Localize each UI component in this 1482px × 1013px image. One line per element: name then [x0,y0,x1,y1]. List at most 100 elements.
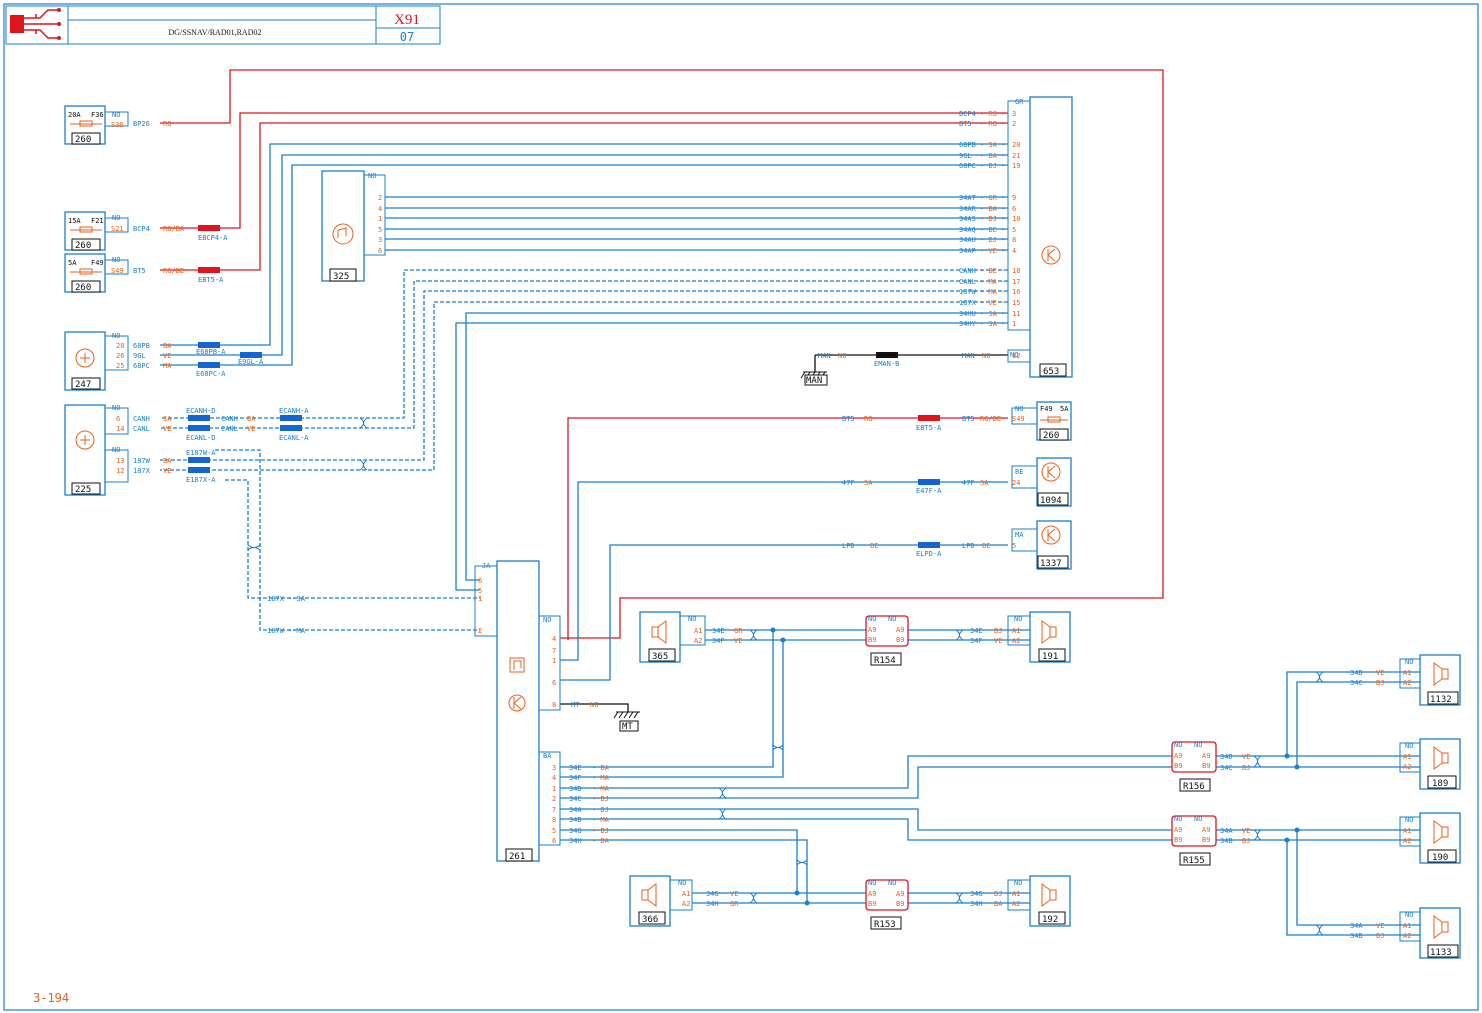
wire-color-label: - MA [592,785,610,793]
svg-text:261: 261 [509,852,525,862]
pin-number-label: 4 [1012,247,1016,255]
wire-color-label: - BE - [980,226,1005,234]
svg-text:E47F-A: E47F-A [916,487,942,495]
svg-text:E68PC-A: E68PC-A [196,370,226,378]
pin-label: A2 [1403,763,1411,771]
diagram-code: DG/SSNAV/RAD01,RAD02 [169,28,262,37]
music-note-icon [509,657,525,673]
pin-number-label: 3 [1012,110,1016,118]
pin-number-label: 8 [1012,236,1016,244]
svg-text:S21: S21 [111,225,124,233]
svg-text:GR: GR [1015,98,1024,106]
svg-text:BJ: BJ [1242,837,1250,845]
svg-text:1337: 1337 [1040,559,1062,569]
wire-68pb [160,143,1008,346]
svg-text:VE: VE [1242,753,1250,761]
wire-code-label: 68PB [959,141,976,149]
pin-label: A1 [682,890,690,898]
pin-label: A2 [1403,679,1411,687]
svg-text:34A: 34A [1350,922,1363,930]
fuse-icons [70,120,1068,423]
svg-text:68PB: 68PB [133,342,150,350]
svg-text:VE: VE [994,637,1002,645]
pin-number-label: 8 [552,816,556,824]
svg-text:BT5: BT5 [133,267,146,275]
wire-34hu [465,312,1008,581]
connector-e47f [918,479,940,485]
svg-text:34G: 34G [706,890,719,898]
svg-text:E187X-A: E187X-A [186,476,216,484]
svg-text:MT: MT [571,701,580,709]
wire-color-label: - GR - [980,194,1005,202]
connector-label: NO [1194,741,1202,749]
wire-code-label: 34C [569,795,582,803]
wire-color-label: - BJ [592,795,609,803]
svg-text:EMAN-B: EMAN-B [874,360,899,368]
pin-label: A2 [1403,837,1411,845]
svg-text:F36: F36 [91,111,104,119]
svg-text:187W - MA: 187W - MA [267,627,306,635]
pin-label: A2 [682,900,690,908]
svg-text:VE: VE [734,637,742,645]
pin-number-label: 26 [116,352,124,360]
svg-text:34D: 34D [1350,669,1363,677]
pin-label: A9 [1202,752,1210,760]
wire-code-label: 34AS [959,215,976,223]
pin-label: A9 [1174,752,1182,760]
pin-number-label: 25 [116,362,124,370]
svg-text:653: 653 [1043,367,1059,377]
pin-number-label: 2 [378,194,382,202]
circuit-logo-icon [10,8,61,40]
module-icons [75,223,1061,712]
svg-text:NO: NO [543,616,551,624]
svg-text:68PC: 68PC [133,362,150,370]
svg-text:EBCP4-A: EBCP4-A [198,234,228,242]
pin-label: B9 [1202,762,1210,770]
svg-text:5A: 5A [1060,405,1069,413]
connector-eman [876,352,898,358]
svg-text:CANL: CANL [221,425,238,433]
svg-text:260: 260 [75,135,91,145]
audio-icon [332,223,354,245]
pin-number-label: 2 [552,795,556,803]
svg-text:9GL: 9GL [133,352,146,360]
svg-text:NO: NO [112,446,120,454]
connector-label: NO [1194,815,1202,823]
pin-label: A1 [694,627,702,635]
svg-text:47F: 47F [842,479,855,487]
wire-47f [560,481,1008,661]
pin-brackets [105,100,1420,942]
wire-color-label: - BE - [980,267,1005,275]
wire-code-label: BCP4 [959,110,976,118]
svg-text:34F: 34F [712,637,725,645]
wire-color-label: - MA - [980,278,1005,286]
svg-text:34B: 34B [1350,932,1363,940]
speaker-icon [1433,820,1449,844]
svg-text:ELPD-A: ELPD-A [916,550,942,558]
wire-color-label: - RG - [980,110,1005,118]
wires-can [160,269,1008,631]
pin-number-label: 1 [552,785,556,793]
connector-label: NO [888,615,896,623]
pin-label: A9 [896,626,904,634]
wire-color-label: - BA [592,764,610,772]
svg-text:BJ: BJ [994,627,1002,635]
pin-number-label: 5 [1012,542,1016,550]
svg-text:SA: SA [864,479,873,487]
svg-text:E9GL-A: E9GL-A [238,358,264,366]
svg-text:VE: VE [163,352,171,360]
pin-labels: NO S36 NO S21 NO S49 NO S49 NO GR NO NO … [111,98,1025,760]
connector-label: NO [1014,615,1022,623]
pin-number-label: 28 [116,342,124,350]
pin-number-label: 6 [1012,205,1016,213]
fuse-icon [70,226,102,233]
svg-text:34H: 34H [706,900,719,908]
pin-label: A1 [1012,627,1020,635]
svg-text:VE: VE [1376,922,1384,930]
svg-text:CANL: CANL [133,425,150,433]
svg-text:1094: 1094 [1040,496,1062,506]
svg-text:VE: VE [730,890,738,898]
svg-text:NO: NO [112,111,120,119]
svg-text:F49: F49 [91,259,104,267]
